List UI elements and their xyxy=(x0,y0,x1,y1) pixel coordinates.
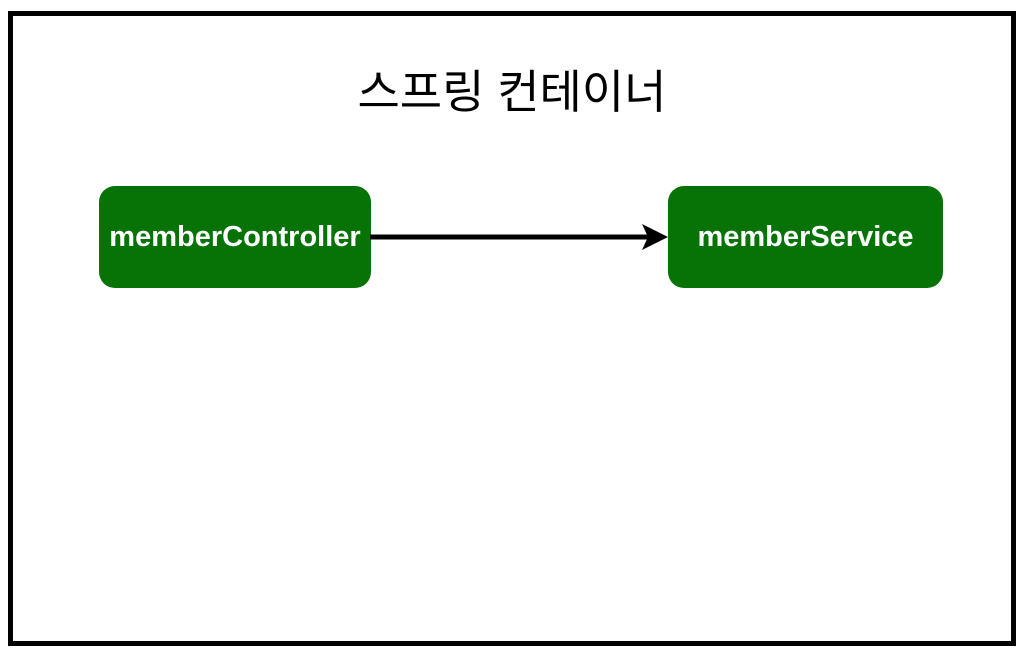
arrow-head-icon xyxy=(642,224,668,250)
node-member-controller: memberController xyxy=(99,186,371,288)
node-member-service-label: memberService xyxy=(697,220,914,253)
diagram-frame: 스프링 컨테이너 memberController memberService xyxy=(8,11,1016,646)
arrow-controller-to-service xyxy=(370,224,668,250)
node-member-service: memberService xyxy=(668,186,943,288)
node-member-controller-label: memberController xyxy=(109,220,361,253)
diagram-title: 스프링 컨테이너 xyxy=(357,66,667,118)
